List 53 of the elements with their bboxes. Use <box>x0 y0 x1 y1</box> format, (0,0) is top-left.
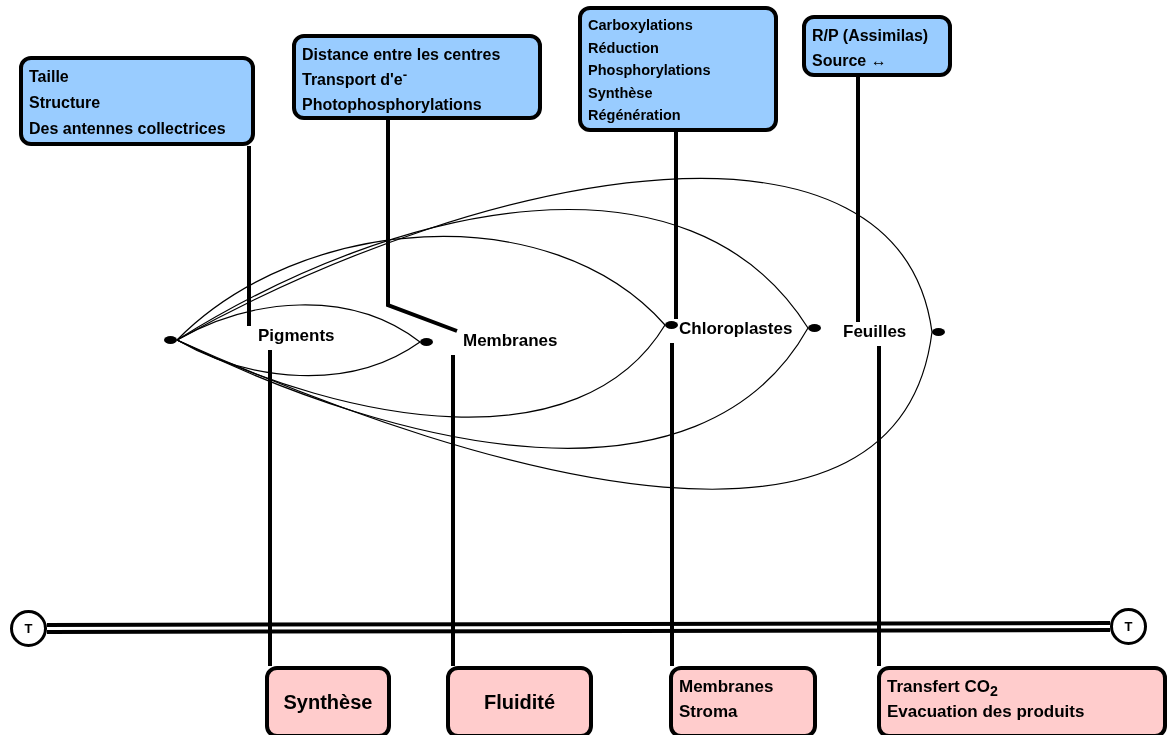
factor-box <box>578 6 778 132</box>
connector-line <box>856 77 860 322</box>
level-name: Pigments <box>258 326 336 346</box>
connector-line <box>674 132 678 319</box>
level-name: Membranes <box>463 331 559 351</box>
factor-box <box>802 15 952 77</box>
box-line: Distance entre les centres <box>302 45 502 65</box>
node-dot <box>808 324 821 332</box>
connector-line <box>451 355 455 666</box>
connector-line <box>877 346 881 666</box>
node-dot <box>932 328 945 336</box>
factor-box <box>292 34 542 120</box>
node-dot <box>164 336 177 344</box>
terminal-letter: T <box>24 621 33 636</box>
box-line: R/P (Assimilas) <box>812 26 930 46</box>
box-line: Evacuation des produits <box>887 701 1086 723</box>
condition-box <box>877 666 1167 735</box>
terminal-circle <box>10 610 47 647</box>
box-line: Taille <box>29 67 70 87</box>
connector-line <box>670 343 674 666</box>
connector-line <box>247 146 251 326</box>
condition-box <box>446 666 593 735</box>
box-line: Réduction <box>588 38 660 58</box>
box-line: Carboxylations <box>588 16 694 35</box>
box-line: Transport d'e$^{-}$ <box>302 67 409 90</box>
box-line: Régénération <box>588 106 682 125</box>
box-line: Source ↔ <box>812 51 888 71</box>
curve-line <box>176 331 933 490</box>
condition-box <box>265 666 391 735</box>
connector-line <box>386 120 458 333</box>
double-line <box>47 621 1110 634</box>
box-line: Membranes <box>679 676 775 698</box>
curve-line <box>176 339 421 377</box>
condition-box <box>669 666 817 735</box>
box-line: Transfert CO$_{2}$ <box>887 676 999 699</box>
node-dot <box>665 321 678 329</box>
node-dot <box>420 338 433 346</box>
factor-box <box>19 56 255 146</box>
level-name: Chloroplastes <box>679 319 794 339</box>
curve-line <box>176 236 666 341</box>
terminal-letter: T <box>1124 619 1133 634</box>
box-line: Fluidité <box>483 690 556 714</box>
box-line: Synthèse <box>283 690 373 714</box>
box-line: Structure <box>29 93 102 113</box>
box-line: Photophosphorylations <box>302 95 483 115</box>
terminal-circle <box>1110 608 1147 645</box>
box-line: Synthèse <box>588 83 654 103</box>
box-line: Phosphorylations <box>588 61 712 80</box>
curve-line <box>176 178 933 341</box>
box-line: Des antennes collectrices <box>29 119 227 139</box>
connector-line <box>268 350 272 666</box>
level-name: Feuilles <box>843 322 908 342</box>
box-line: Stroma <box>679 701 739 723</box>
